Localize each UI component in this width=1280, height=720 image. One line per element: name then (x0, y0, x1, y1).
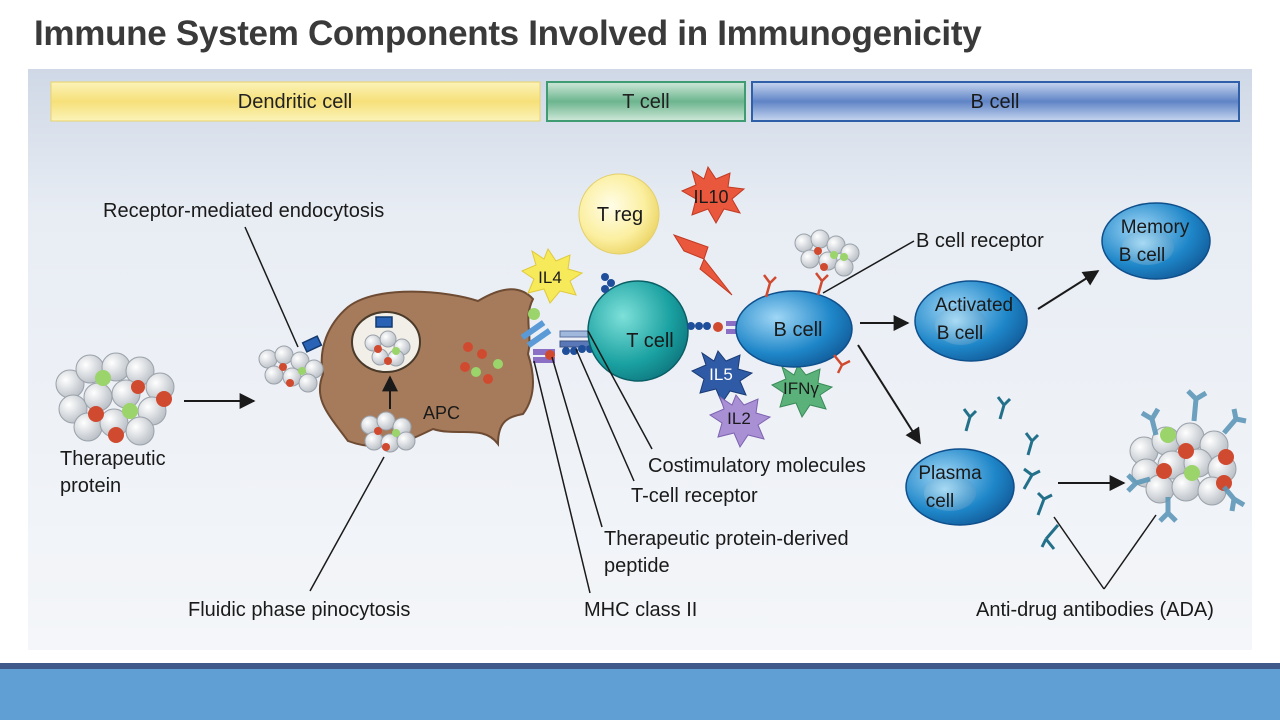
pinocytosis-label: Fluidic phase pinocytosis (188, 599, 410, 621)
plasma-label-line2: cell (926, 491, 955, 512)
footer-divider (0, 663, 1280, 669)
bcr-label: B cell receptor (916, 230, 1044, 252)
pinocytosis-protein (360, 411, 416, 453)
leader-ada-1 (1053, 516, 1105, 590)
header-bar-bcell: B cell (751, 81, 1240, 122)
arrow-to-memory (1037, 270, 1100, 310)
header-bar-dendritic: Dendritic cell (50, 81, 541, 122)
costim-label: Costimulatory molecules (648, 455, 866, 477)
leader-bcr (822, 240, 915, 294)
ifn-gamma-label: IFNγ (783, 379, 819, 398)
bcr-bound-protein (794, 229, 860, 277)
il4-cytokine: IL4 (520, 247, 584, 304)
t-reg-cell: T reg (578, 173, 660, 255)
t-cell-surface-receptor (601, 273, 615, 293)
il4-label: IL4 (538, 268, 562, 287)
ada-label: Anti-drug antibodies (ADA) (976, 599, 1214, 621)
ada-immune-complex (1129, 422, 1237, 506)
header-bar-bcell-label: B cell (971, 91, 1020, 113)
leader-pinocytosis (309, 456, 385, 592)
arrow-b-to-plasma (857, 344, 921, 445)
surface-receptor (301, 335, 323, 353)
il4-peptide (528, 308, 540, 320)
endosome-receptor (375, 316, 393, 328)
header-bar-tcell: T cell (546, 81, 746, 122)
endosome-protein (364, 330, 411, 367)
leader-receptor-endocytosis (244, 226, 299, 348)
activated-b-label-line2: B cell (937, 323, 983, 344)
memory-b-label-line2: B cell (1119, 245, 1165, 266)
b-cell: B cell (735, 290, 853, 368)
peptide (545, 350, 555, 360)
therapeutic-protein-label-line2: protein (60, 475, 121, 497)
leader-tcr (575, 348, 635, 482)
mhc-class-ii (520, 320, 555, 363)
mhc-label: MHC class II (584, 599, 697, 621)
activated-b-cell: Activated B cell (914, 280, 1028, 362)
immunogenicity-figure: Dendritic cell T cell B cell Therapeutic… (28, 69, 1252, 650)
receptor-endocytosis-label: Receptor-mediated endocytosis (103, 200, 384, 222)
apc-label: APC (423, 403, 460, 423)
il10-cytokine: IL10 (680, 165, 746, 225)
memory-b-cell: Memory B cell (1101, 202, 1211, 280)
il5-cytokine: IL5 (690, 350, 754, 405)
therapeutic-protein-label-line1: Therapeutic (60, 448, 166, 470)
endocytosis-protein (258, 345, 324, 393)
t-b-costim (687, 321, 744, 334)
il2-cytokine: IL2 (708, 394, 772, 449)
free-antibodies (962, 396, 1060, 550)
therapeutic-protein-cluster (55, 352, 175, 446)
slide-title: Immune System Components Involved in Imm… (34, 14, 982, 53)
ada-bound-antibodies (1126, 389, 1247, 523)
header-bar-tcell-label: T cell (622, 91, 669, 113)
leader-mhc (533, 360, 591, 594)
b-cell-receptors (763, 272, 851, 374)
plasma-label-line1: Plasma (918, 463, 982, 484)
t-reg-label: T reg (597, 204, 643, 226)
il2-label: IL2 (727, 409, 751, 428)
peptide-label-line2: peptide (604, 555, 670, 577)
b-cell-label: B cell (774, 319, 823, 341)
inhibition-bolt (672, 234, 733, 296)
tcr-label: T-cell receptor (631, 485, 758, 507)
leader-ada-2 (1103, 514, 1157, 590)
footer-band (0, 669, 1280, 720)
diagram-canvas: Dendritic cell T cell B cell Therapeutic… (28, 69, 1252, 650)
il10-label: IL10 (693, 187, 728, 207)
il5-label: IL5 (709, 365, 733, 384)
t-cell: T cell (587, 280, 689, 382)
peptide-label-line1: Therapeutic protein-derived (604, 528, 849, 550)
leader-peptide (551, 356, 603, 528)
memory-b-label-line1: Memory (1121, 217, 1190, 238)
activated-b-label-line1: Activated (935, 295, 1013, 316)
plasma-cell: Plasma cell (905, 448, 1015, 526)
header-bar-dendritic-label: Dendritic cell (238, 91, 352, 113)
ifn-gamma-cytokine: IFNγ (770, 364, 834, 419)
leader-costim (587, 330, 653, 450)
t-cell-label: T cell (626, 330, 673, 352)
